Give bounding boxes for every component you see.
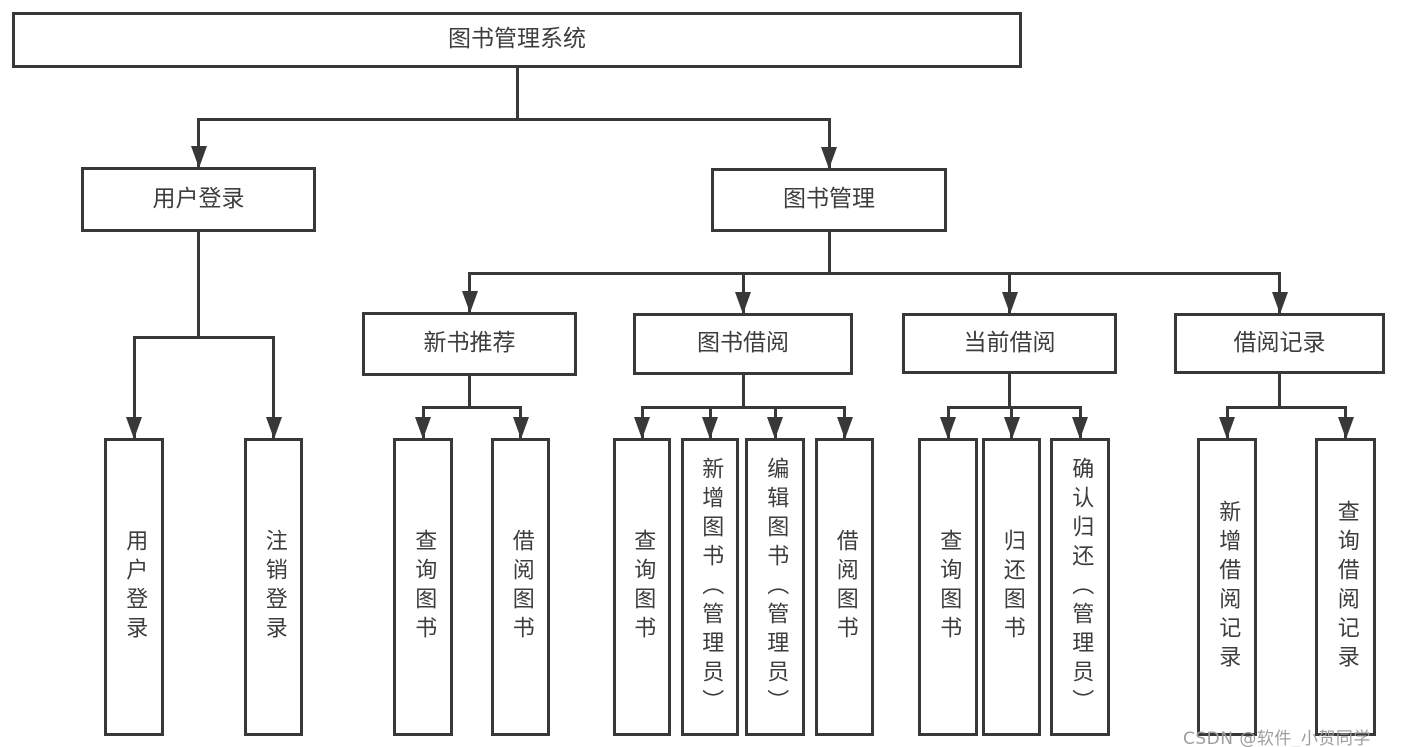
connector-bar	[946, 406, 1082, 409]
connector-stem	[1278, 372, 1281, 407]
arrow-down-icon	[836, 417, 853, 439]
connector-stem	[468, 374, 471, 407]
node-cb-return-books: 归还图书	[982, 438, 1041, 736]
connector-stem	[197, 230, 200, 337]
node-label: 注销登录	[261, 529, 287, 645]
node-br-query-record: 查询借阅记录	[1315, 438, 1376, 736]
connector-stem	[827, 118, 831, 170]
arrow-down-icon	[702, 417, 718, 439]
node-label: 新书推荐	[423, 330, 516, 357]
arrow-down-icon	[634, 417, 650, 439]
connector-bar	[640, 406, 846, 409]
node-label: 归还图书	[999, 529, 1025, 645]
connector-stem	[197, 118, 200, 169]
connector-bar	[468, 272, 1281, 275]
node-label: 查询图书	[936, 529, 962, 645]
connector-bar	[421, 406, 522, 409]
arrow-down-icon	[767, 417, 783, 439]
arrow-down-icon	[1219, 417, 1235, 439]
node-label: 编辑图书（管理员）	[763, 456, 789, 718]
arrow-down-icon	[940, 417, 956, 439]
arrow-down-icon	[1003, 417, 1020, 439]
connector-stem	[515, 66, 519, 119]
node-label: 图书管理系统	[448, 26, 586, 53]
connector-stem	[741, 373, 745, 407]
arrow-down-icon	[1337, 417, 1354, 439]
arrow-down-icon	[461, 291, 478, 313]
node-user-login: 用户登录	[81, 167, 316, 232]
node-root: 图书管理系统	[12, 12, 1022, 68]
node-book-management: 图书管理	[711, 168, 947, 232]
arrow-down-icon	[190, 146, 207, 168]
node-nbr-query-books: 查询图书	[393, 438, 453, 736]
node-bb-query-books: 查询图书	[613, 438, 671, 736]
arrow-down-icon	[821, 147, 837, 169]
node-bb-edit-books: 编辑图书（管理员）	[745, 438, 805, 736]
node-label: 查询图书	[411, 529, 437, 645]
node-current-borrowing: 当前借阅	[902, 313, 1117, 374]
connector-bar	[1225, 406, 1347, 409]
arrow-down-icon	[735, 292, 751, 314]
node-cb-confirm-return: 确认归还（管理员）	[1050, 438, 1110, 736]
arrow-down-icon	[1271, 292, 1288, 314]
connector-stem	[1008, 372, 1011, 407]
arrow-down-icon	[126, 417, 142, 439]
node-bb-borrow-books: 借阅图书	[815, 438, 874, 736]
node-label: 确认归还（管理员）	[1068, 456, 1094, 718]
node-label: 当前借阅	[963, 329, 1056, 356]
node-br-add-record: 新增借阅记录	[1197, 438, 1257, 736]
node-book-borrowing: 图书借阅	[633, 313, 853, 375]
arrow-down-icon	[1072, 417, 1088, 439]
node-bb-add-books: 新增图书（管理员）	[681, 438, 739, 736]
csdn-watermark: CSDN @软件_小贺同学	[1183, 729, 1371, 747]
node-label: 新增借阅记录	[1215, 500, 1241, 674]
arrow-down-icon	[265, 417, 282, 439]
node-label: 借阅记录	[1233, 329, 1326, 356]
node-label: 用户登录	[152, 185, 245, 212]
node-login: 用户登录	[104, 438, 164, 736]
node-label: 图书借阅	[697, 330, 789, 357]
node-label: 借阅图书	[832, 529, 858, 645]
connector-stem	[827, 230, 831, 273]
node-new-book-recommend: 新书推荐	[362, 312, 577, 376]
arrow-down-icon	[512, 417, 529, 439]
node-label: 查询图书	[630, 529, 656, 645]
connector-stem	[272, 336, 275, 440]
connector-bar	[132, 336, 275, 339]
node-label: 用户登录	[122, 529, 148, 645]
node-logout: 注销登录	[244, 438, 303, 736]
arrow-down-icon	[1001, 292, 1018, 314]
connector-stem	[132, 336, 136, 440]
node-borrowing-records: 借阅记录	[1174, 313, 1385, 374]
node-label: 借阅图书	[508, 529, 534, 645]
arrow-down-icon	[415, 417, 431, 439]
node-label: 新增图书（管理员）	[698, 456, 724, 718]
node-label: 查询借阅记录	[1333, 500, 1359, 674]
node-label: 图书管理	[783, 186, 875, 213]
node-cb-query-books: 查询图书	[918, 438, 978, 736]
node-nbr-borrow-books: 借阅图书	[491, 438, 550, 736]
connector-bar	[197, 118, 831, 121]
